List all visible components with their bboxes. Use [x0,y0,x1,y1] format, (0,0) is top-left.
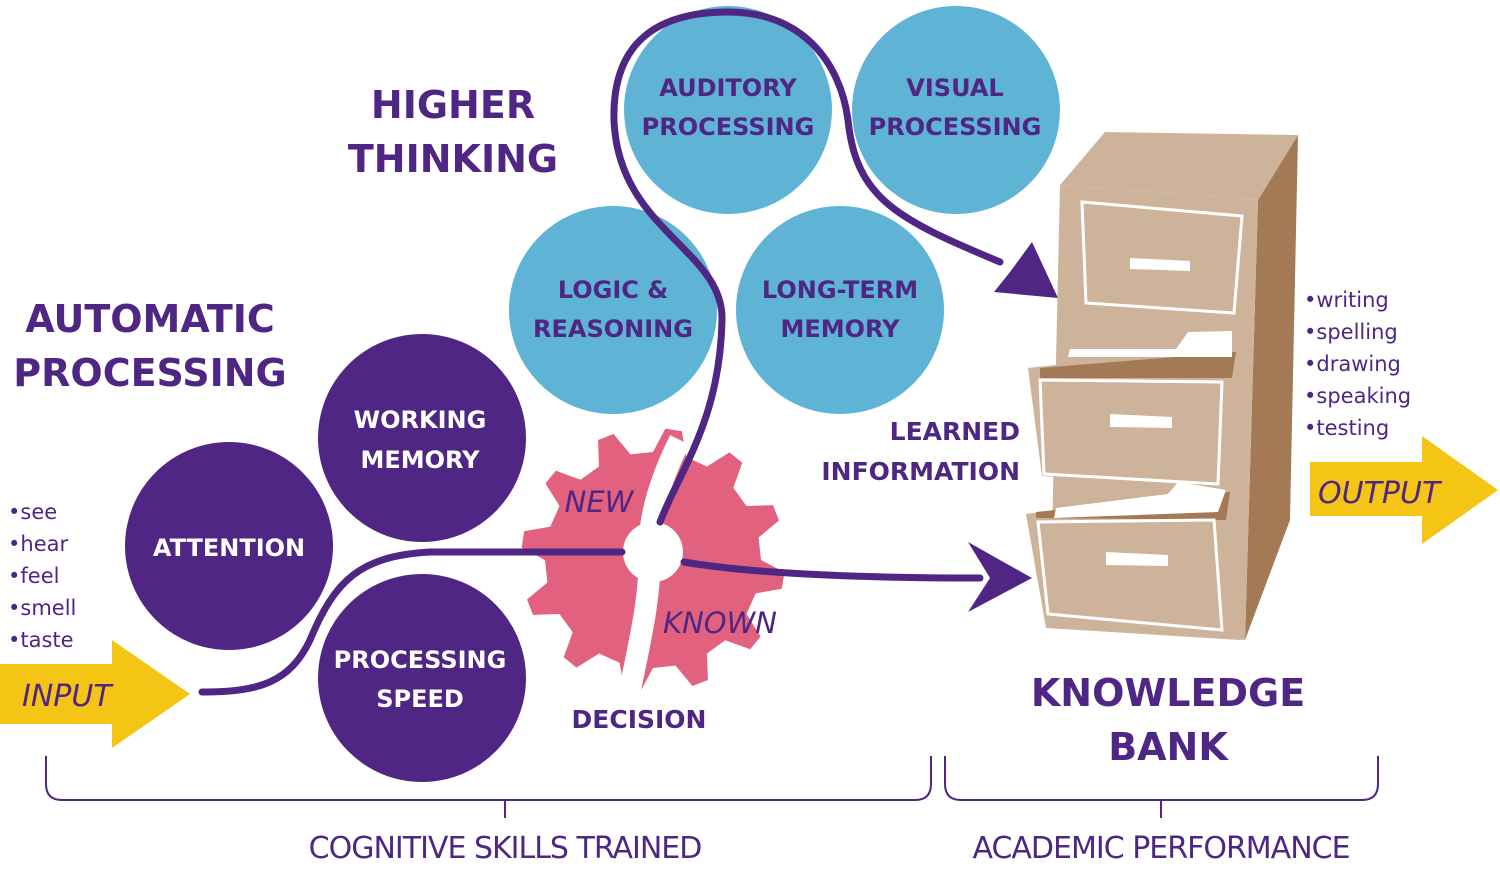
knowledge-bank-heading-line1: KNOWLEDGE [1031,671,1305,715]
sense-item: •see [8,500,57,524]
output-skills-list: •writing •spelling •drawing •speaking •t… [1304,288,1411,440]
filing-cabinet-icon [1026,132,1298,640]
visual-processing-label-line1: VISUAL [906,74,1003,102]
processing-speed-label-line1: PROCESSING [334,646,507,674]
learned-information-line1: LEARNED [890,417,1020,446]
skill-item: •speaking [1304,384,1411,408]
logic-reasoning-circle [509,206,717,414]
cognitive-skills-trained-label: COGNITIVE SKILLS TRAINED [309,831,702,866]
attention-label: ATTENTION [153,534,305,562]
new-arrow-head [994,242,1058,298]
automatic-processing-heading-line2: PROCESSING [13,351,286,395]
visual-processing-label-line2: PROCESSING [869,113,1042,141]
auditory-processing-label-line2: PROCESSING [642,113,815,141]
input-flow-line [198,548,626,696]
processing-speed-label-line2: SPEED [376,685,464,713]
working-memory-label-line2: MEMORY [360,446,480,474]
automatic-processing-heading-line1: AUTOMATIC [25,297,275,341]
input-arrow-icon [0,640,190,748]
academic-performance-label: ACADEMIC PERFORMANCE [972,831,1349,866]
higher-thinking-heading-line1: HIGHER [371,83,535,127]
input-label: INPUT [22,679,114,714]
input-senses-list: •see •hear •feel •smell •taste [8,500,76,652]
sense-item: •taste [8,628,74,652]
new-flow-line [610,8,1004,526]
output-label: OUTPUT [1318,476,1443,511]
processing-speed-circle [318,574,526,782]
knowledge-bank-heading-line2: BANK [1108,725,1229,769]
working-memory-circle [318,334,526,542]
automatic-processing-circles [125,334,526,782]
sense-item: •hear [8,532,68,556]
cognitive-skills-bracket [45,756,932,818]
skill-item: •writing [1304,288,1389,312]
long-term-memory-circle [736,206,944,414]
long-term-memory-label-line2: MEMORY [780,315,900,343]
flow-paths [198,8,1004,696]
skill-item: •drawing [1304,352,1401,376]
decision-gear [521,428,785,693]
higher-thinking-circles [509,6,1060,414]
attention-circle [125,442,333,650]
visual-processing-circle [852,6,1060,214]
decision-label: DECISION [572,705,707,734]
gear-hub [623,522,683,582]
auditory-processing-label-line1: AUDITORY [659,74,797,102]
gear-new-label: NEW [565,485,635,519]
sense-item: •smell [8,596,76,620]
logic-reasoning-label-line1: LOGIC & [558,276,668,304]
long-term-memory-label-line1: LONG-TERM [762,276,918,304]
sense-item: •feel [8,564,59,588]
learned-information-line2: INFORMATION [821,457,1020,486]
known-arrow-head [968,542,1032,612]
skill-item: •spelling [1304,320,1398,344]
academic-performance-bracket [944,756,1379,818]
output-arrow-icon [1310,436,1498,544]
gear-known-label: KNOWN [663,606,777,640]
logic-reasoning-label-line2: REASONING [533,315,693,343]
skill-item: •testing [1304,416,1389,440]
working-memory-label-line1: WORKING [354,406,487,434]
higher-thinking-heading-line2: THINKING [348,137,558,181]
known-flow-line [680,558,984,582]
auditory-processing-circle [624,6,832,214]
